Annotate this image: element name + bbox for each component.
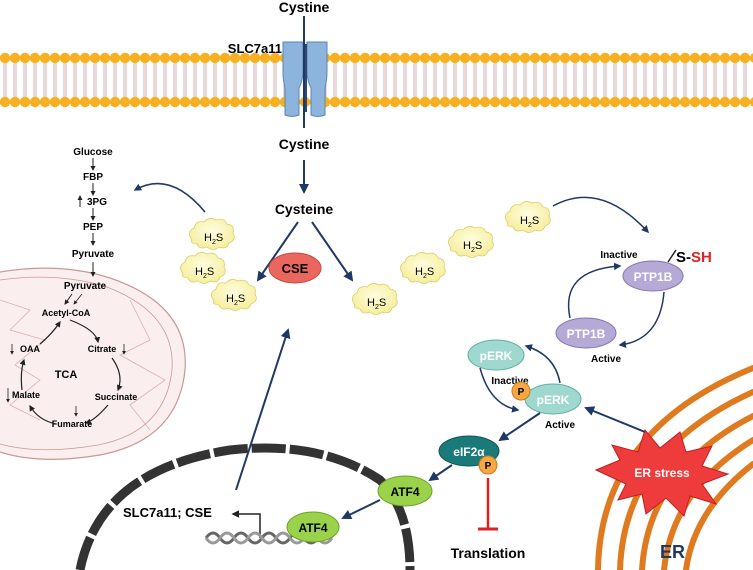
perk-activation-arrow — [479, 367, 520, 413]
fbp-label: FBP — [83, 172, 103, 183]
h2s-text: H2S — [520, 215, 539, 229]
eif2a-phospho-label: P — [485, 461, 492, 472]
cysteine-label: Cysteine — [275, 201, 334, 217]
ptp1b-inactivation-arrow — [567, 262, 622, 319]
h2s-cloud-right-3: H2S — [448, 225, 494, 258]
mitochondrion — [0, 267, 186, 460]
ptp1b-reactivation-arrow — [618, 291, 665, 348]
h2s-text: H2S — [204, 232, 223, 246]
cse-left-arrow — [256, 221, 299, 282]
cystine-outside-label: Cystine — [279, 0, 330, 15]
cse-right-arrow — [311, 221, 354, 282]
h2s-text: H2S — [415, 266, 434, 280]
acetyl-coa-label: Acetyl-CoA — [42, 308, 91, 318]
perk-inactive-node — [467, 339, 525, 371]
fumarate-label: Fumarate — [52, 419, 93, 429]
3pg-label: 3PG — [87, 197, 107, 208]
thiol-label: S-SH — [676, 249, 712, 266]
genes-label: SLC7a11; CSE — [123, 505, 212, 520]
perk-active-state: Active — [545, 420, 575, 431]
atf4-nuclear-label: ATF4 — [298, 521, 327, 535]
atf4-cytoplasmic-label: ATF4 — [390, 485, 419, 499]
cell-membrane — [0, 52, 753, 108]
h2s-to-glycolysis-arrow — [133, 182, 206, 213]
perk-inactive-label: pERK — [480, 349, 513, 363]
h2s-text: H2S — [463, 240, 482, 254]
perk-inactive-state: Inactive — [491, 376, 529, 387]
perk-phospho — [511, 381, 531, 401]
ptp1b-inactive-label: PTP1B — [634, 270, 673, 284]
h2s-text: H2S — [226, 293, 245, 307]
ptp1b-inactive-node — [622, 260, 684, 292]
h2s-to-ptp1b-arrow — [552, 196, 650, 234]
succinate-label: Succinate — [95, 392, 138, 402]
glucose-label: Glucose — [73, 147, 113, 158]
h2s-text: H2S — [367, 297, 386, 311]
nucleus — [75, 443, 415, 570]
atf4-nuclear — [286, 511, 340, 543]
h2s-cloud-left-2: H2S — [180, 251, 226, 284]
ptp1b-active-node — [555, 317, 617, 349]
er-stress-to-perk-arrow — [584, 406, 646, 433]
h2s-cloud-left-1: H2S — [189, 217, 235, 250]
cystine-inside-label: Cystine — [279, 136, 330, 152]
perk-phospho-label: P — [518, 387, 525, 398]
pep-label: PEP — [83, 222, 103, 233]
cse-enzyme — [268, 252, 322, 284]
er-stress-burst — [594, 428, 730, 517]
malate-label: Malate — [12, 390, 40, 400]
pyruvate-label: Pyruvate — [72, 249, 115, 260]
glycolysis-pathway: Glucose FBP 3PG PEP Pyruvate — [72, 147, 115, 260]
eif2a-to-atf4-arrow — [428, 464, 453, 482]
ptp1b-inactive-state: Inactive — [600, 250, 638, 261]
perk-active-label: pERK — [537, 393, 570, 407]
ptp1b-active-state: Active — [591, 354, 621, 365]
transcription-start-arrow — [231, 510, 261, 538]
er-label: ER — [660, 542, 685, 562]
oaa-label: OAA — [20, 344, 41, 354]
acetyl-coa-down-indicator — [73, 293, 83, 305]
mito-pyruvate-label: Pyruvate — [64, 281, 107, 292]
h2s-cloud-right-2: H2S — [400, 251, 446, 284]
cse-label: CSE — [282, 261, 309, 276]
genes-to-cse-arrow — [235, 328, 291, 491]
perk-deactivation-arrow — [524, 344, 561, 384]
atf4-cytoplasmic — [377, 475, 433, 507]
eif2a-phospho — [478, 455, 498, 475]
translation-label: Translation — [451, 545, 526, 561]
h2s-text: H2S — [195, 266, 214, 280]
tca-label: TCA — [55, 369, 78, 381]
h2s-cloud-left-3: H2S — [211, 278, 257, 311]
h2s-cloud-right-1: H2S — [352, 282, 398, 315]
ptp1b-thiol-bond — [667, 249, 677, 263]
atf4-to-nucleus-arrow — [341, 499, 381, 519]
h2s-cloud-right-4: H2S — [505, 200, 551, 233]
er-stress-label: ER stress — [634, 466, 690, 480]
tca-cycle: Pyruvate Acetyl-CoA Citrate OAA TCA Mala… — [6, 281, 138, 429]
perk-to-eif2a-arrow — [498, 412, 541, 442]
ptp1b-active-label: PTP1B — [567, 327, 606, 341]
slc7a11-label: SLC7a11 — [228, 41, 282, 56]
citrate-label: Citrate — [88, 344, 117, 354]
eif2a-label: eIF2α — [453, 445, 485, 459]
